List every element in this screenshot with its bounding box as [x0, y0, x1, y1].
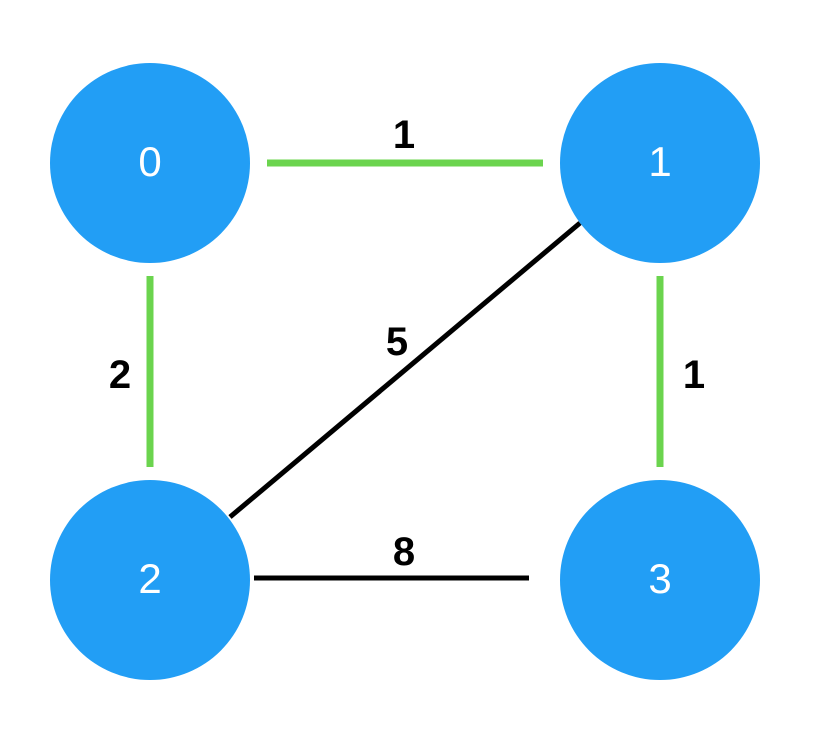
node-circle-0[interactable] [50, 63, 250, 263]
graph-node-1[interactable]: 1 [560, 63, 760, 263]
node-label-3: 3 [648, 555, 671, 602]
edge-weight-label-1-2: 5 [386, 320, 408, 364]
node-circle-2[interactable] [50, 480, 250, 680]
node-label-2: 2 [138, 555, 161, 602]
node-circle-3[interactable] [560, 480, 760, 680]
nodes-layer: 0 1 2 3 [50, 63, 760, 680]
node-circle-1[interactable] [560, 63, 760, 263]
graph-node-2[interactable]: 2 [50, 480, 250, 680]
graph-node-0[interactable]: 0 [50, 63, 250, 263]
edge-weight-label-1-3: 1 [683, 353, 705, 397]
node-label-1: 1 [648, 138, 671, 185]
graph-node-3[interactable]: 3 [560, 480, 760, 680]
node-label-0: 0 [138, 138, 161, 185]
edges-layer [146, 159, 664, 581]
edge-weight-label-2-3: 8 [393, 530, 415, 574]
edge-weight-labels-layer: 1 2 1 5 8 [109, 113, 705, 574]
edge-1-2[interactable] [228, 221, 582, 519]
edge-weight-label-0-2: 2 [109, 353, 131, 397]
edge-weight-label-0-1: 1 [393, 113, 415, 157]
